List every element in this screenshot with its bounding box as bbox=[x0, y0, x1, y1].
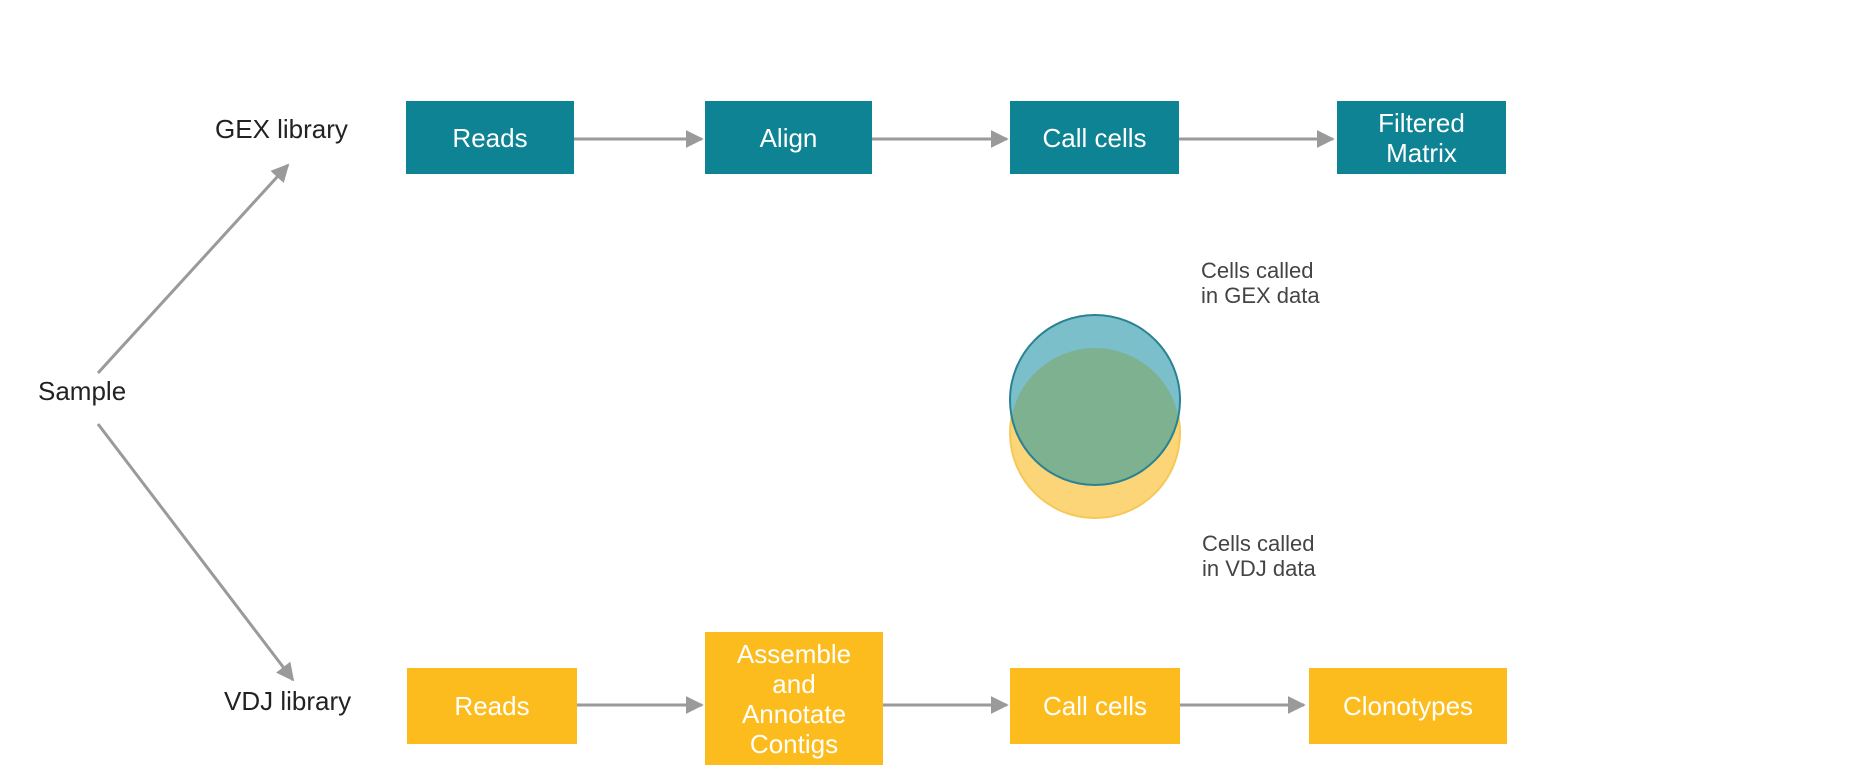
venn-vdj-label: Cells called in VDJ data bbox=[1202, 531, 1316, 581]
gex-call-cells-label: Call cells bbox=[1042, 122, 1147, 153]
vdj-reads-box: Reads bbox=[407, 668, 577, 744]
vdj-clonotypes-label: Clonotypes bbox=[1342, 691, 1474, 721]
vdj-clonotypes-box: Clonotypes bbox=[1309, 668, 1507, 744]
gex-align-label: Align bbox=[759, 122, 818, 153]
gex-align-box: Align bbox=[705, 101, 872, 174]
vdj-call-cells-box: Call cells bbox=[1010, 668, 1180, 744]
gex-reads-box: Reads bbox=[406, 101, 574, 174]
vdj-reads-label: Reads bbox=[454, 691, 530, 721]
sample-label: Sample bbox=[38, 376, 127, 406]
gex-reads-label: Reads bbox=[452, 122, 528, 153]
sample-to-gex-arrow bbox=[96, 163, 290, 375]
vdj-assemble-annotate-box: Assemble and Annotate Contigs bbox=[705, 632, 883, 765]
venn-gex-label: Cells called in GEX data bbox=[1201, 258, 1320, 308]
gex-call-cells-box: Call cells bbox=[1010, 101, 1179, 174]
gex-library-label: GEX library bbox=[215, 114, 348, 144]
gex-filtered-matrix-label: Filtered Matrix bbox=[1378, 107, 1465, 168]
venn-gex-outline bbox=[1009, 314, 1181, 486]
vdj-call-cells-label: Call cells bbox=[1042, 691, 1148, 721]
vdj-assemble-annotate-label: Assemble and Annotate Contigs bbox=[736, 638, 852, 759]
vdj-library-label: VDJ library bbox=[224, 686, 352, 716]
sample-to-vdj-arrow bbox=[96, 423, 295, 682]
gex-filtered-matrix-box: Filtered Matrix bbox=[1337, 101, 1506, 174]
venn-diagram bbox=[1009, 314, 1181, 519]
